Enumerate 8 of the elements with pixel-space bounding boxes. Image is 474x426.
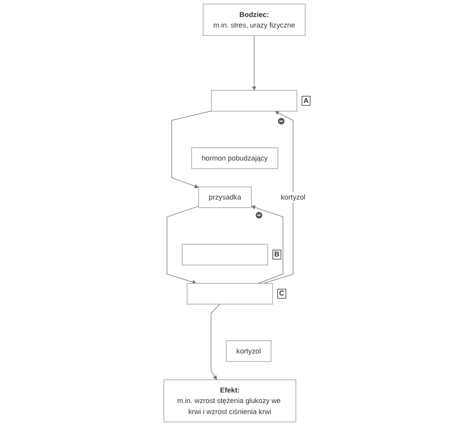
arrow	[171, 110, 212, 188]
arrow	[166, 206, 199, 284]
arrow	[252, 35, 256, 91]
node-box	[186, 283, 273, 304]
node-box	[211, 90, 298, 112]
arrow	[210, 304, 220, 380]
node-box	[182, 244, 268, 266]
arrow	[263, 111, 294, 284]
